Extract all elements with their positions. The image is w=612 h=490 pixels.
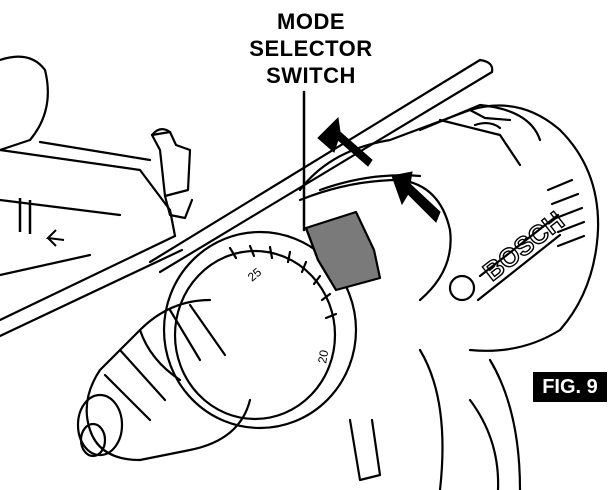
drill-handle [348,348,522,490]
side-rod [0,234,184,338]
clutch-number-25: 25 [245,265,264,285]
support-rod [148,58,494,274]
brand-logo [448,213,562,302]
jig-housing [0,55,177,277]
callout-line: MODE [277,9,345,34]
callout-line: SELECTOR [249,36,373,61]
direction-arrow-icon [45,229,65,247]
clutch-number-20: 20 [315,349,331,365]
double-headed-arrow-icon [317,116,441,223]
clamp-knob [150,128,194,220]
drill-chuck [76,298,252,462]
mode-selector-switch [304,210,382,292]
clutch-ring [162,230,358,430]
vent-slots [546,178,586,248]
drill-rear-housing [298,103,600,352]
brand-text: BOSCH [477,205,569,286]
pause-bars-icon [18,198,32,234]
mode-selector-callout: MODE SELECTOR SWITCH [246,8,376,89]
callout-line: SWITCH [266,63,356,88]
figure-label: FIG. 9 [533,372,607,402]
